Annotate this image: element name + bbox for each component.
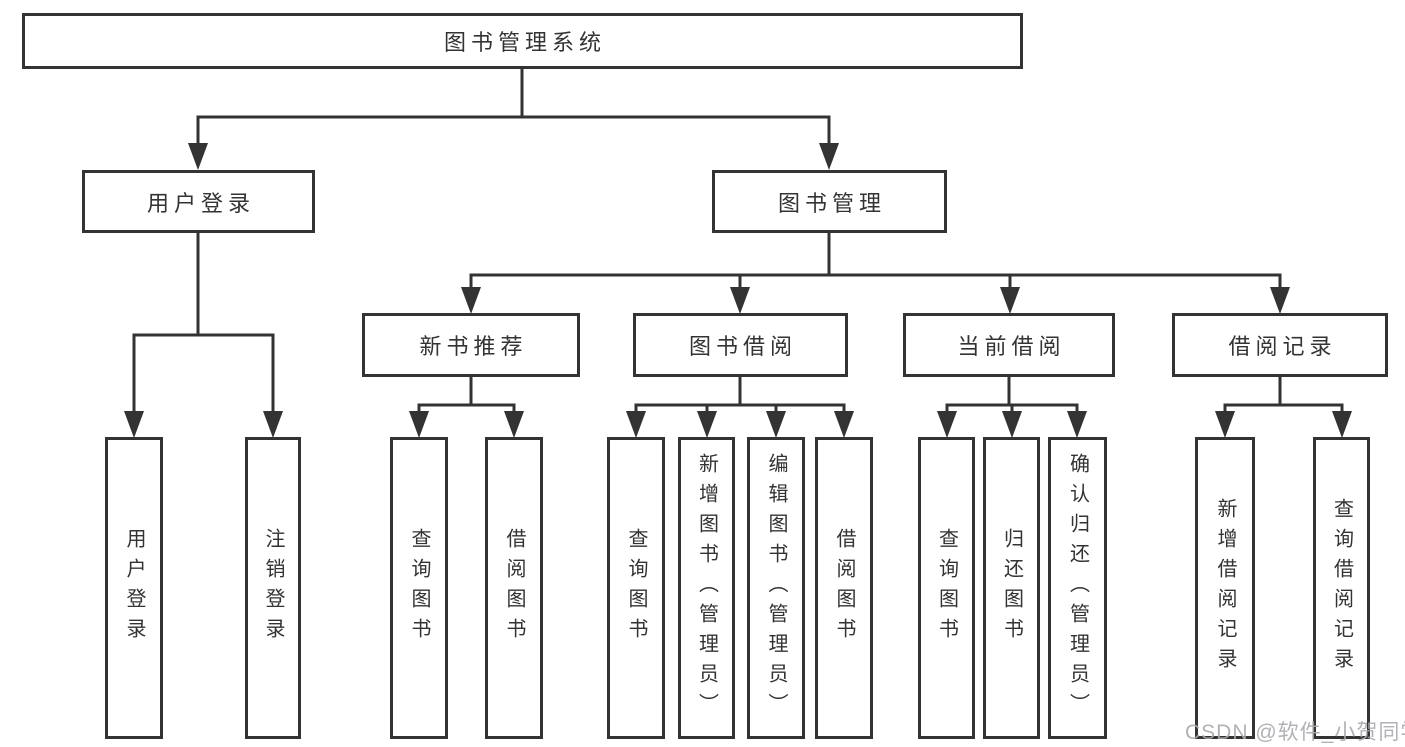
leaf-query-borrow-record: 查询借阅记录 [1313,437,1370,739]
node-current-borrow: 当前借阅 [903,313,1115,377]
leaf-confirm-return-admin: 确认归还（管理员） [1048,437,1107,739]
node-user-login: 用户登录 [82,170,315,233]
node-library-system: 图书管理系统 [22,13,1023,69]
leaf-query-book-borrow: 查询图书 [607,437,665,739]
leaf-return-book: 归还图书 [983,437,1040,739]
leaf-user-login: 用户登录 [105,437,163,739]
leaf-logout: 注销登录 [245,437,301,739]
leaf-edit-book-admin: 编辑图书（管理员） [747,437,805,739]
leaf-add-book-admin: 新增图书（管理员） [678,437,735,739]
leaf-borrow-book-recommend: 借阅图书 [485,437,543,739]
leaf-query-book-recommend: 查询图书 [390,437,448,739]
leaf-query-book-current: 查询图书 [918,437,975,739]
watermark: CSDN @软件_小贺同学 [1185,721,1405,744]
leaf-add-borrow-record: 新增借阅记录 [1195,437,1255,739]
leaf-borrow-book: 借阅图书 [815,437,873,739]
node-borrow-records: 借阅记录 [1172,313,1388,377]
node-new-book-recommend: 新书推荐 [362,313,580,377]
node-book-management: 图书管理 [712,170,947,233]
node-book-borrow: 图书借阅 [633,313,848,377]
